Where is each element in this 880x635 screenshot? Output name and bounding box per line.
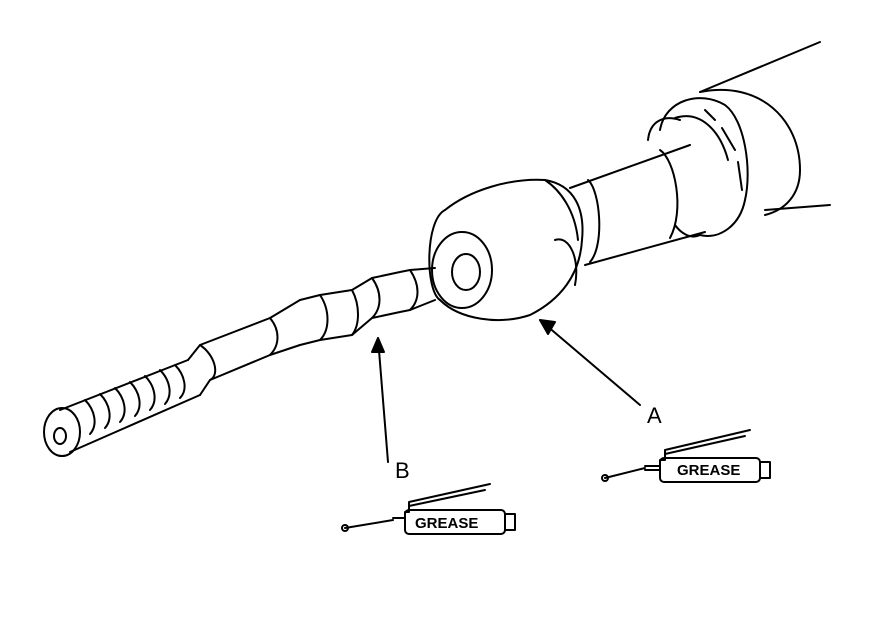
callout-a: A [647,403,662,428]
leader-lines [371,319,641,463]
tie-rod-shaft [187,267,436,396]
rack-housing [699,41,831,216]
grease-gun-a-label: GREASE [677,462,740,479]
leader-a-arrowhead [539,319,556,335]
inner-shaft [569,144,706,266]
lock-nut [647,97,749,238]
leader-b [377,337,389,463]
ball-joint-housing [428,178,584,321]
grease-gun-a: GREASE [601,429,771,483]
callout-b: B [395,458,410,483]
leader-a [539,319,641,406]
grease-gun-b-barrel [404,509,506,535]
grease-gun-b: GREASE [341,483,516,535]
threaded-end [43,359,201,457]
grease-gun-b-label: GREASE [415,515,478,532]
leader-b-arrowhead [371,337,385,353]
